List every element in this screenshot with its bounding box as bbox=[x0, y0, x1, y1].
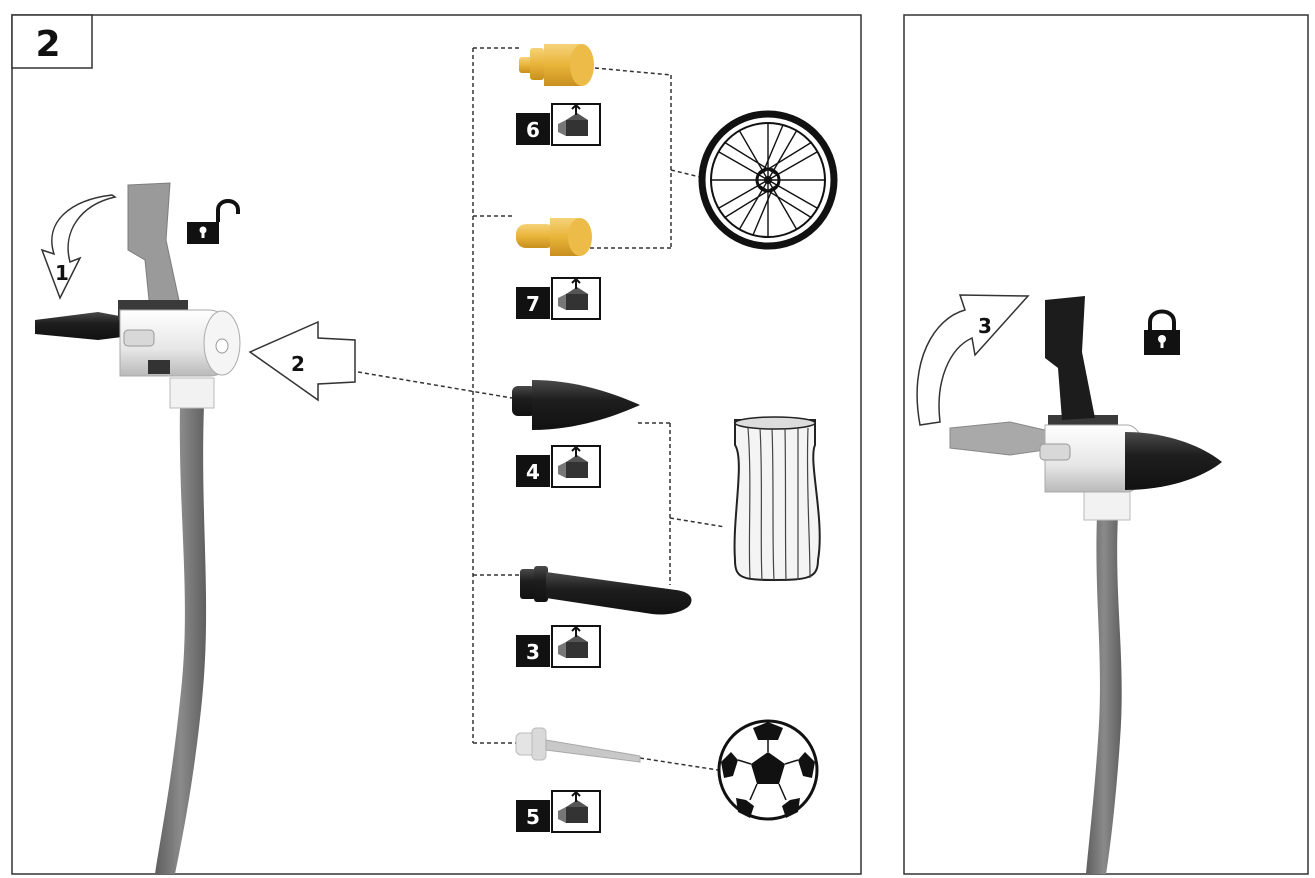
lock-padlock-icon bbox=[1144, 309, 1180, 355]
bicycle-wheel-icon bbox=[698, 110, 838, 250]
adapter-7-schrader bbox=[516, 218, 592, 256]
adapter-number: 7 bbox=[526, 292, 540, 316]
adapter-badge-4: 4 bbox=[516, 445, 601, 488]
step-2-arrow: 2 bbox=[248, 320, 356, 402]
adapter-5-needle bbox=[515, 727, 641, 763]
lever-open bbox=[127, 182, 181, 311]
lever-closed bbox=[1045, 296, 1095, 420]
adapter-badge-7: 7 bbox=[516, 277, 601, 320]
accessory-box-icon bbox=[551, 790, 601, 833]
adapter-badge-5: 5 bbox=[516, 790, 601, 833]
inflatable-fender-icon bbox=[733, 416, 821, 582]
step-2-label: 2 bbox=[291, 352, 305, 376]
connector-lines bbox=[357, 47, 726, 771]
pump-head-closed bbox=[949, 296, 1222, 874]
adapter-number: 4 bbox=[526, 460, 540, 484]
left-panel bbox=[11, 14, 862, 875]
adapter-6-presta bbox=[519, 44, 594, 86]
step-3-label: 3 bbox=[978, 314, 992, 338]
accessory-box-icon bbox=[551, 103, 601, 146]
adapter-badge-3: 3 bbox=[516, 625, 601, 668]
adapter-number: 3 bbox=[526, 640, 540, 664]
hose-left bbox=[155, 405, 207, 874]
adapter-number: 5 bbox=[526, 805, 540, 829]
adapter-3-angled bbox=[520, 566, 692, 615]
adapter-badge-6: 6 bbox=[516, 103, 601, 146]
step-number: 2 bbox=[35, 24, 60, 65]
accessory-box-icon bbox=[551, 625, 601, 668]
accessory-box-icon bbox=[551, 277, 601, 320]
adapter-4-cone bbox=[512, 380, 640, 430]
soccer-ball-icon bbox=[717, 719, 819, 821]
step-1-arrow: 1 bbox=[40, 194, 117, 300]
hose-right bbox=[1086, 515, 1122, 874]
step-3-arrow: 3 bbox=[916, 294, 1030, 426]
step-1-label: 1 bbox=[55, 261, 69, 285]
pump-head-open bbox=[35, 182, 241, 874]
accessory-box-icon bbox=[551, 445, 601, 488]
adapter-number: 6 bbox=[526, 118, 540, 142]
step-number-box: 2 bbox=[11, 14, 93, 69]
unlock-padlock-icon bbox=[187, 199, 240, 244]
